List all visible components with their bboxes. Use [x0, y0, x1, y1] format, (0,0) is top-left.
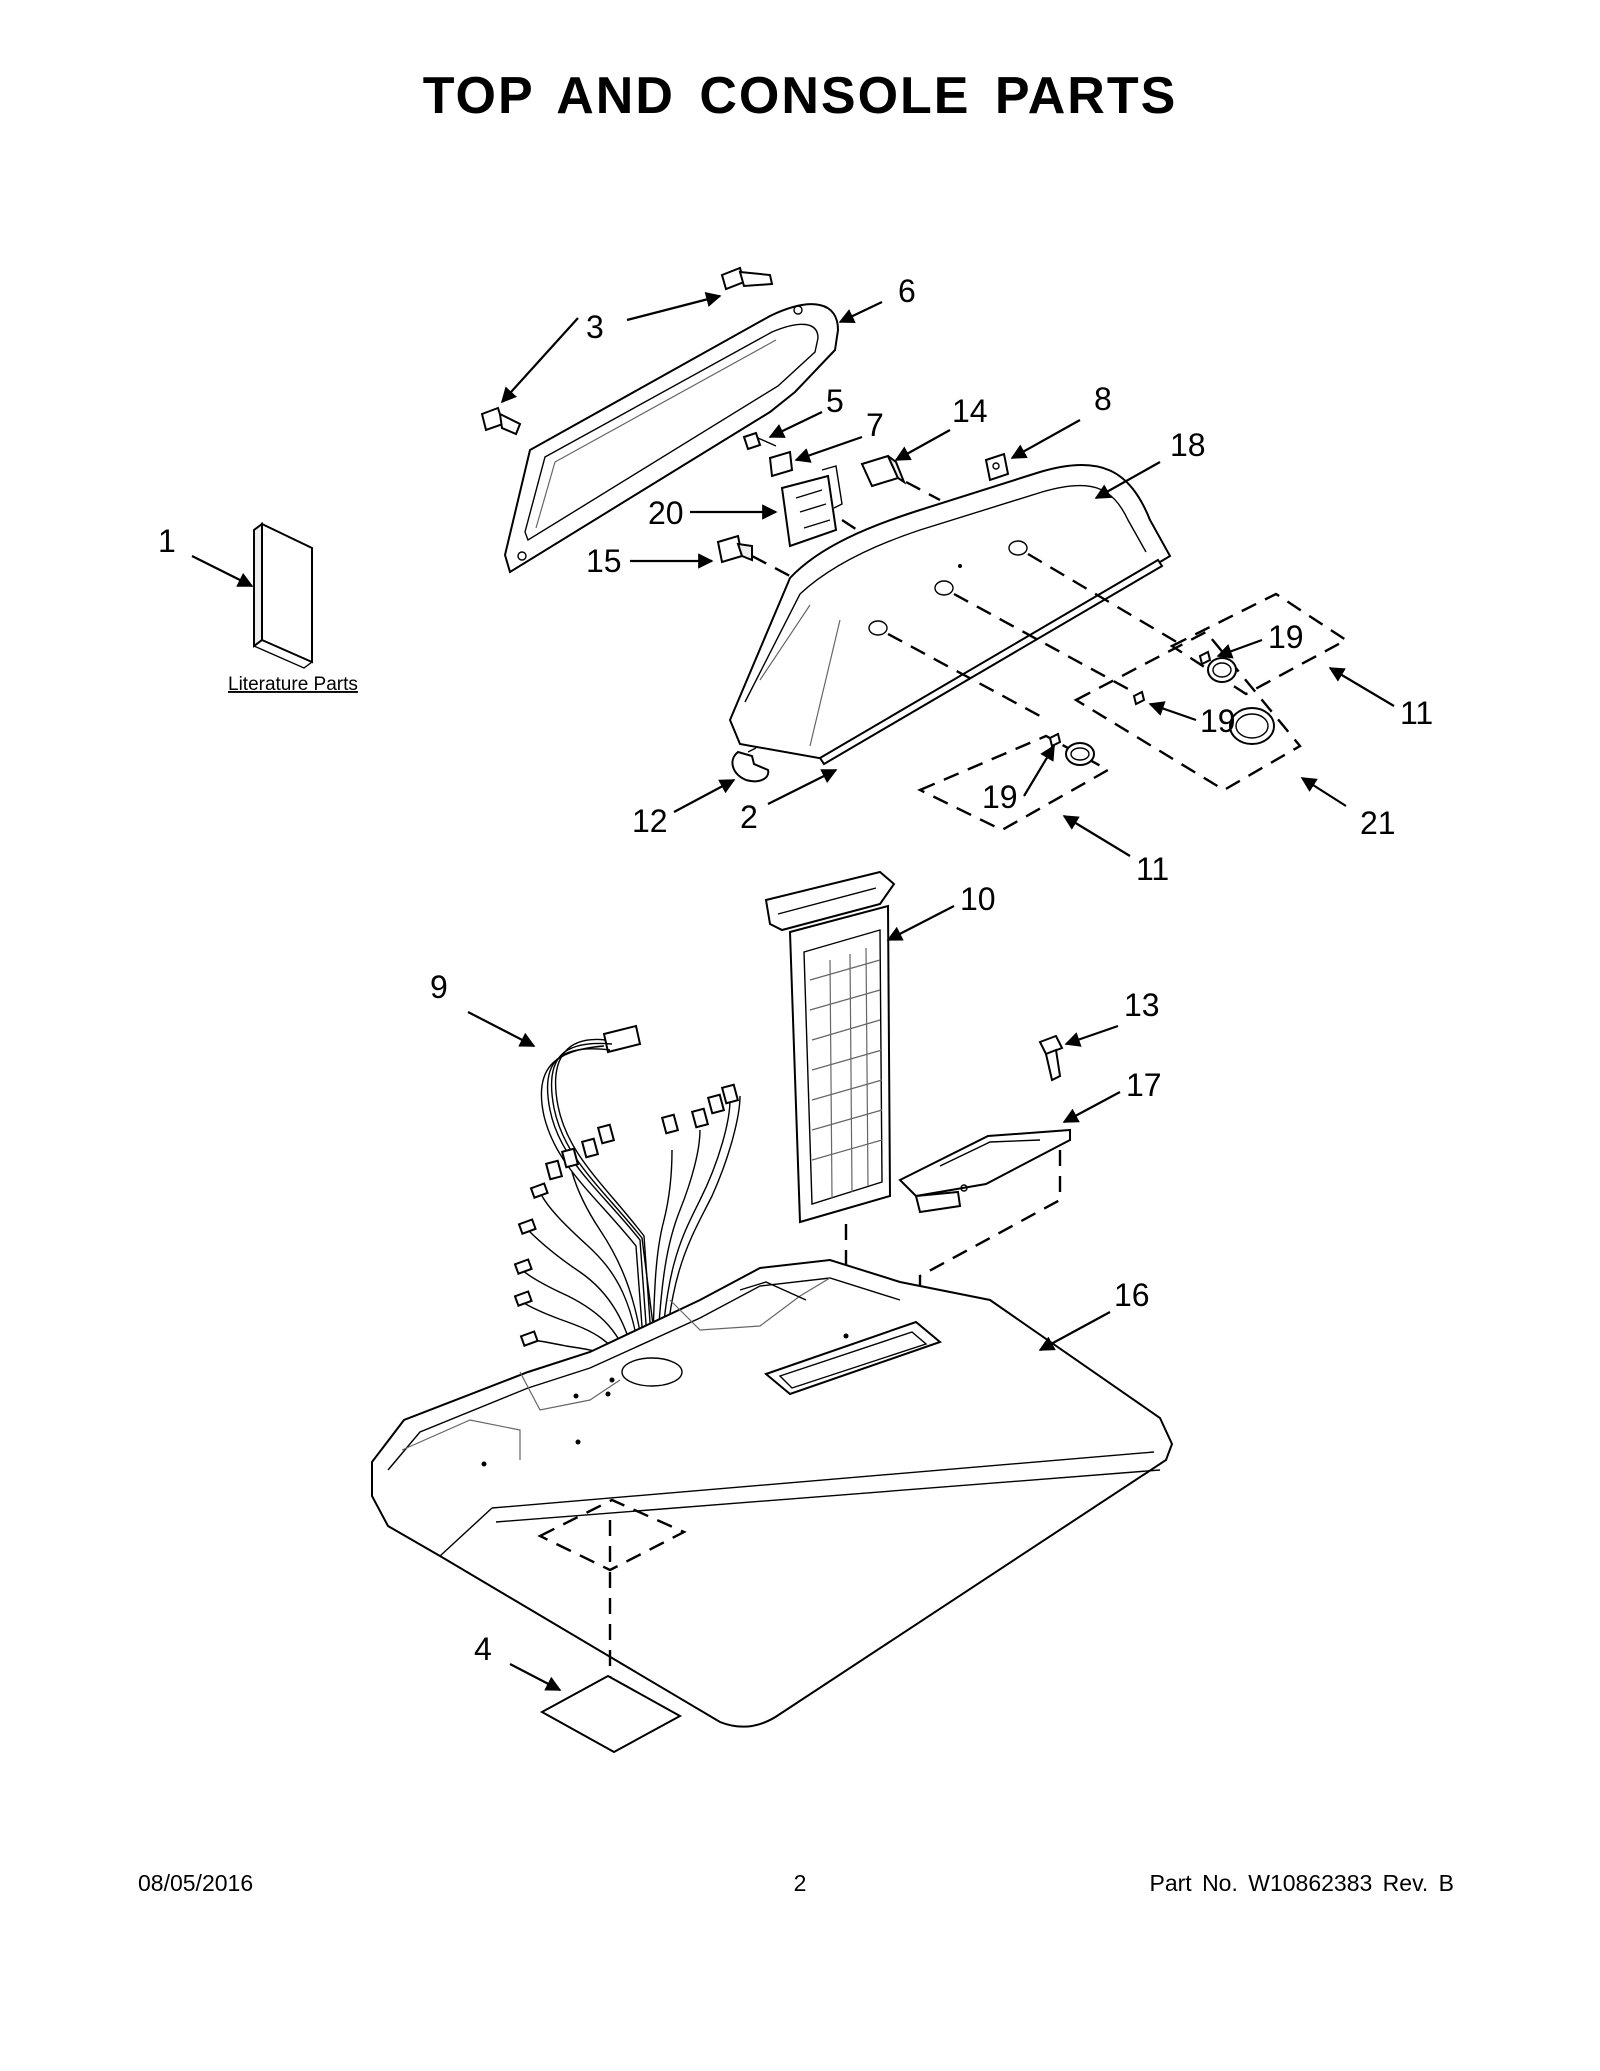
part-10-lint-screen [764, 870, 896, 1224]
literature-parts-label: Literature Parts [228, 674, 358, 695]
leader-10 [886, 905, 955, 941]
literature-book [253, 522, 313, 669]
footer-part-number: Part No. W10862383 Rev. B [1149, 1870, 1455, 1896]
dashline-15 [751, 554, 791, 578]
callout-19-mid: 19 [1200, 703, 1236, 739]
part-13-screw [1038, 1034, 1064, 1082]
part-17-bracket [898, 1128, 1071, 1214]
callout-1: 1 [158, 523, 176, 559]
knob-21 [1132, 690, 1275, 745]
callout-19-bottom: 19 [982, 779, 1018, 815]
leader-18 [1094, 461, 1161, 499]
screw-3-left [480, 406, 522, 436]
leader-11b [1062, 815, 1131, 857]
leader-5 [768, 411, 823, 438]
knob-11-bottom [1048, 732, 1095, 766]
dashline-hole-left [887, 632, 1041, 718]
leader-19c [1023, 744, 1055, 797]
leader-3a [626, 292, 722, 322]
leader-13 [1064, 1024, 1119, 1047]
callout-9: 9 [430, 969, 448, 1005]
callout-10: 10 [960, 881, 996, 917]
leader-7 [794, 435, 863, 463]
callout-17: 17 [1126, 1067, 1162, 1103]
screw-3-top [720, 266, 774, 291]
console-front [728, 463, 1172, 762]
footer-page-number: 2 [793, 1870, 807, 1896]
callout-12: 12 [632, 803, 668, 839]
part-14-switch [860, 454, 907, 488]
leader-9 [467, 1011, 536, 1047]
part-16-top-panel [371, 1258, 1174, 1728]
part-7-clip [768, 450, 794, 478]
knob-group-11-top [1169, 592, 1349, 696]
dashline-hole-mid [953, 592, 1131, 692]
leader-19b [1148, 701, 1197, 722]
leader-12 [673, 779, 736, 813]
callout-15: 15 [586, 543, 622, 579]
callout-11-top: 11 [1400, 695, 1433, 731]
leader-1 [191, 555, 254, 587]
part-15-switch [716, 534, 753, 564]
callout-19-top: 19 [1268, 619, 1304, 655]
console-back-panel [503, 303, 840, 574]
footer-date: 08/05/2016 [138, 1870, 254, 1896]
callout-13: 13 [1124, 987, 1160, 1023]
dashline-hole-right [1027, 552, 1181, 646]
knob-11-top [1198, 650, 1237, 683]
dashline-14 [905, 480, 941, 502]
callout-20: 20 [648, 495, 684, 531]
knob-group-11-bottom [917, 734, 1111, 832]
leader-8 [1010, 419, 1081, 459]
leader-4 [509, 1663, 562, 1691]
part-2-rod [818, 558, 1164, 766]
page-title: TOP AND CONSOLE PARTS [422, 67, 1178, 125]
leader-3b [500, 317, 579, 404]
leader-14 [894, 429, 951, 461]
part-4-label [539, 1674, 683, 1754]
callout-2: 2 [740, 799, 758, 835]
leader-19a [1216, 638, 1263, 659]
leader-6 [838, 301, 883, 323]
callout-5: 5 [826, 383, 844, 419]
leader-16 [1038, 1311, 1111, 1351]
callout-6: 6 [898, 273, 916, 309]
part-12-clip [731, 747, 770, 783]
part-8-bracket [984, 452, 1010, 482]
callout-16: 16 [1114, 1277, 1150, 1313]
leader-21 [1300, 777, 1347, 807]
knob-group-21 [1073, 630, 1302, 792]
callout-4: 4 [474, 1631, 492, 1667]
leader-11a [1328, 667, 1395, 707]
callout-11-bottom: 11 [1136, 851, 1169, 887]
callout-8: 8 [1094, 381, 1112, 417]
callout-3: 3 [586, 309, 604, 345]
leader-17 [1062, 1091, 1121, 1123]
leader-2 [767, 769, 838, 805]
callout-14: 14 [952, 393, 988, 429]
part-5-screw [742, 431, 777, 451]
callout-18: 18 [1170, 427, 1206, 463]
part-20-timer [780, 465, 843, 548]
callout-21: 21 [1360, 805, 1396, 841]
callout-7: 7 [866, 407, 884, 443]
